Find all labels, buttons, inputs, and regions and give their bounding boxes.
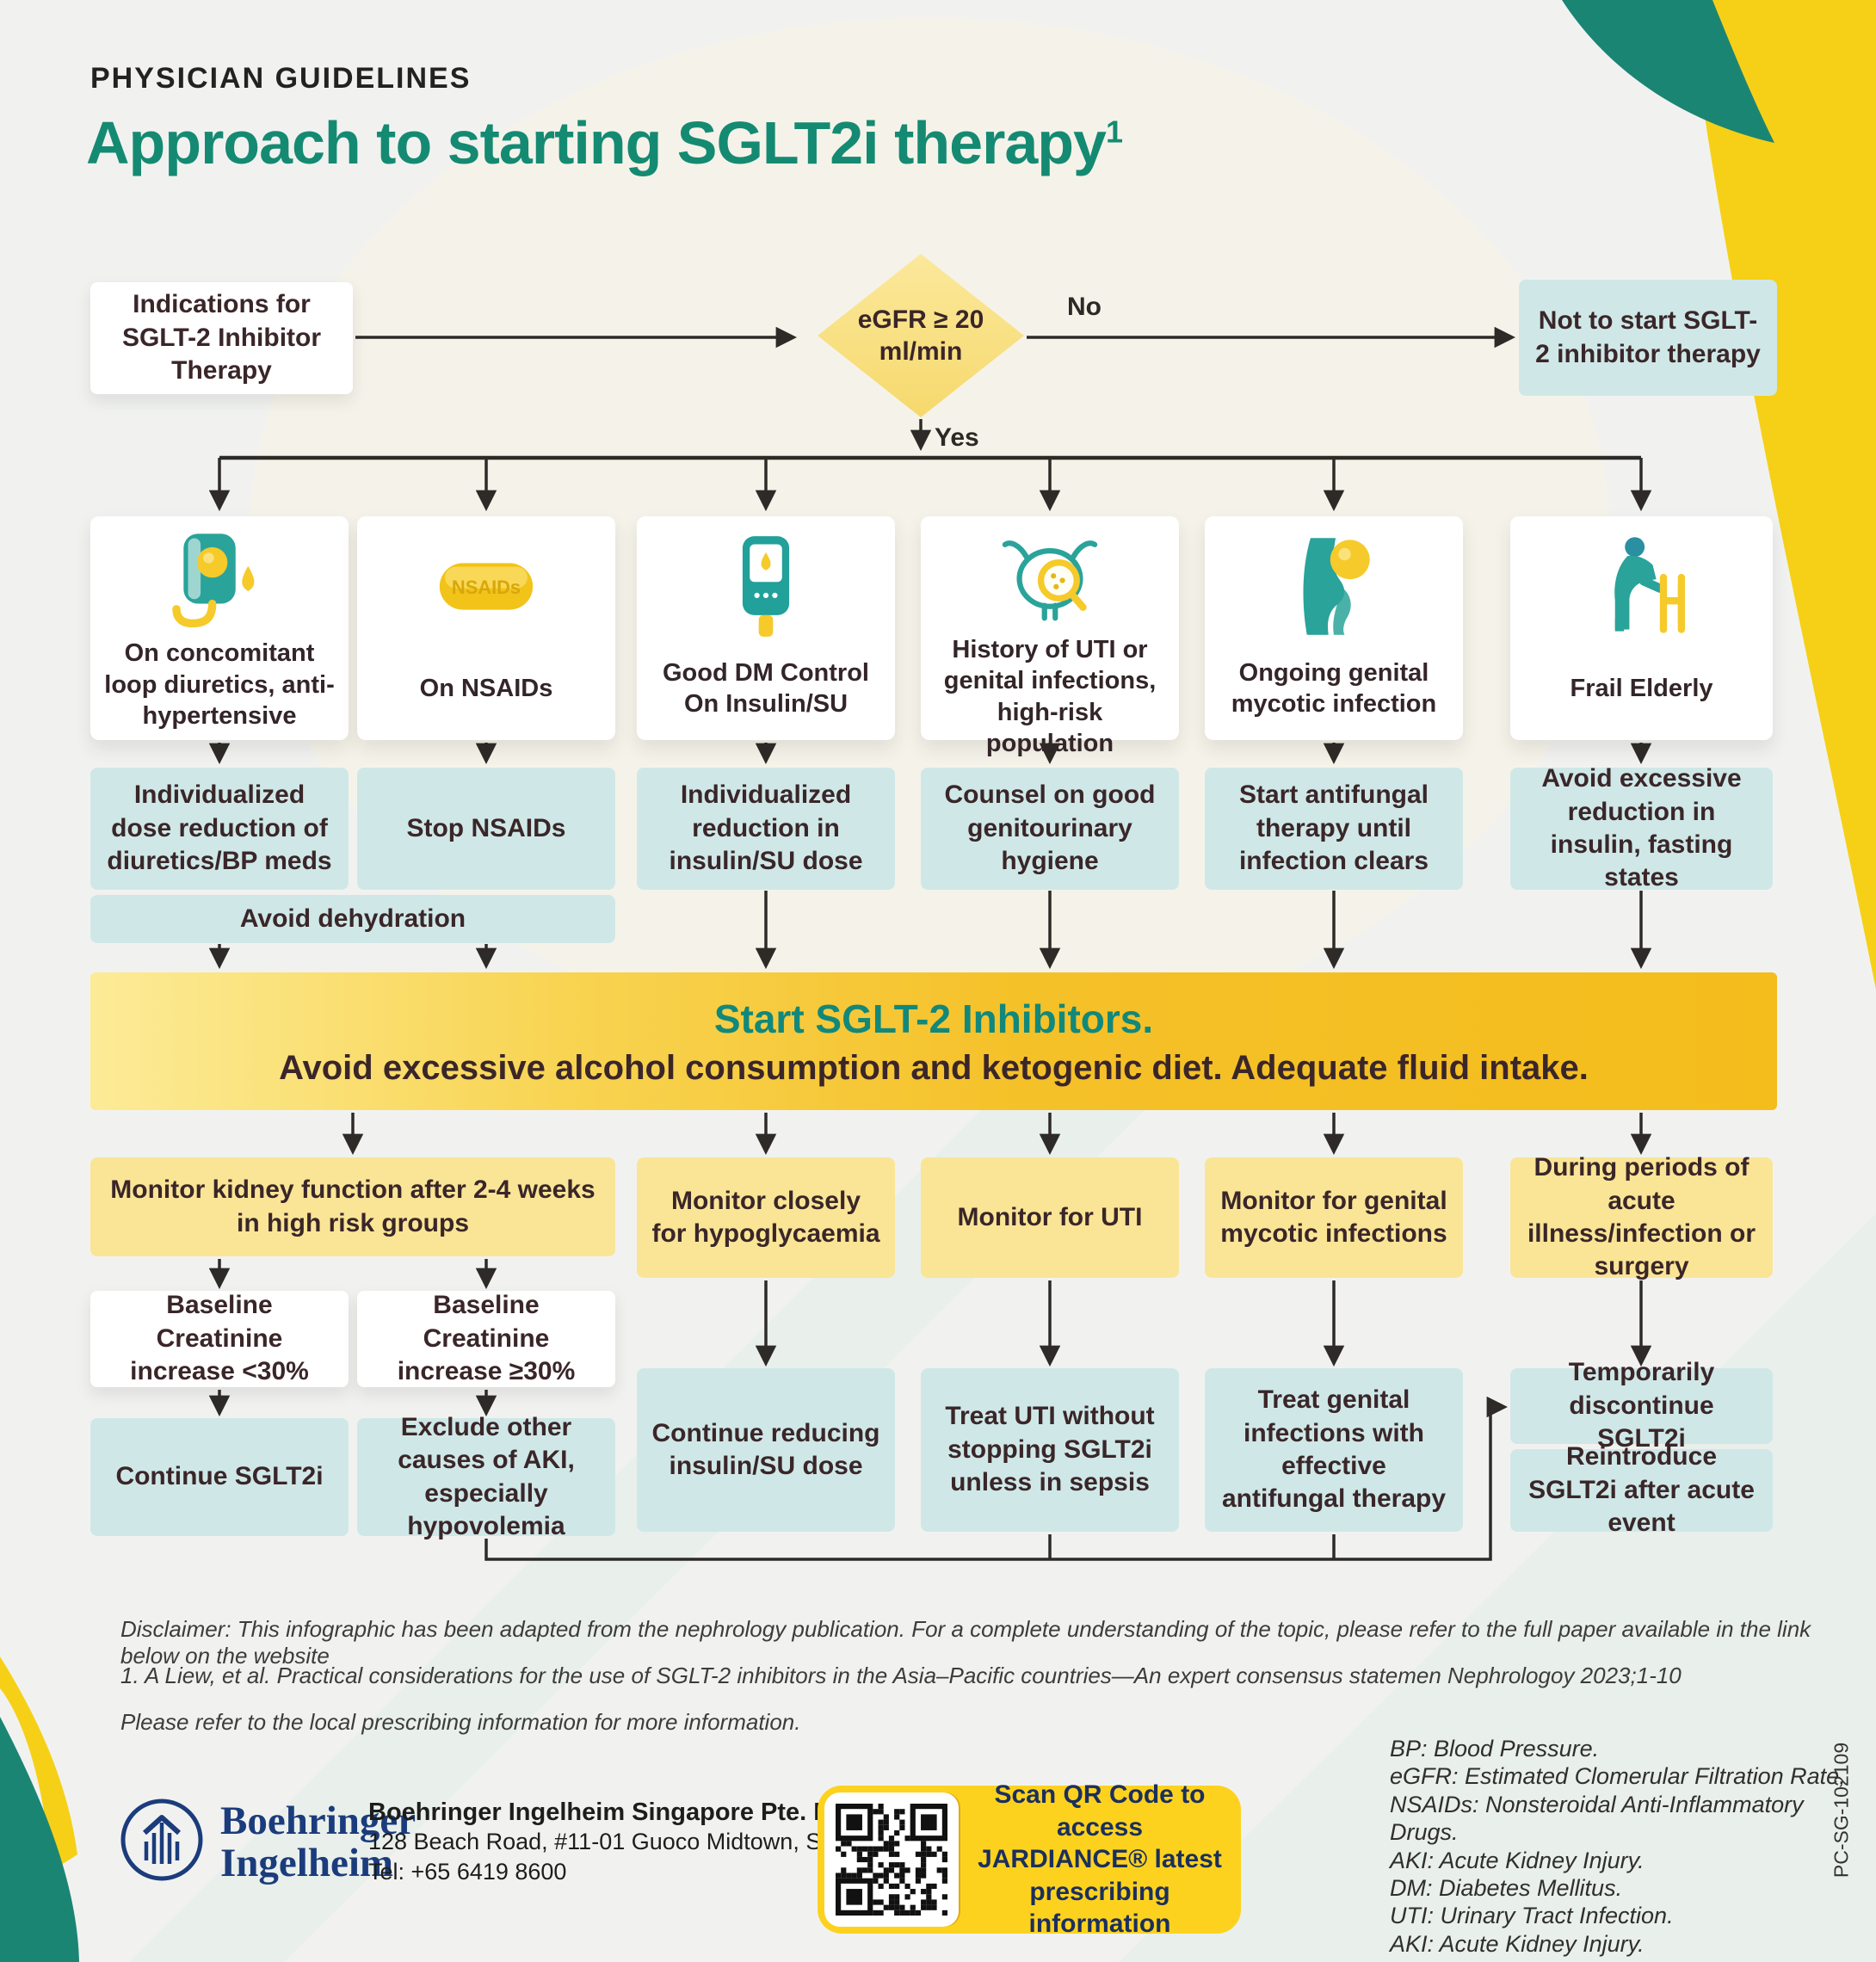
company-phone: Tel: +65 6419 8600 xyxy=(368,1859,567,1885)
yes-branch-label: Yes xyxy=(935,423,979,452)
abbreviation-item: UTI: Urinary Tract Infection. xyxy=(1390,1903,1674,1929)
genital-infection-icon xyxy=(1278,527,1390,645)
corner-swoosh-yellow-top-right xyxy=(1688,0,1876,990)
egfr-decision-text: eGFR ≥ 20 ml/min xyxy=(857,305,984,367)
action-box-diuretics: Individualized dose reduction of diureti… xyxy=(90,768,349,890)
no-branch-label: No xyxy=(1067,293,1102,321)
action-box-antifungal: Start antifungal therapy until infection… xyxy=(1205,768,1463,890)
condition-card-nsaids: NSAIDs On NSAIDs xyxy=(357,516,615,740)
not-start-box: Not to start SGLT-2 inhibitor therapy xyxy=(1519,280,1777,396)
outcome-reduce-insulin-box: Continue reducing insulin/SU dose xyxy=(637,1368,895,1532)
material-code: PC-SG-102109 xyxy=(1830,1742,1853,1879)
corner-swoosh-yellow-bottom-left xyxy=(0,1657,77,1872)
condition-card-frail-elderly: Frail Elderly xyxy=(1510,516,1773,740)
boehringer-wordmark: Boehringer Ingelheim xyxy=(220,1798,417,1885)
creatinine-below30-box: Baseline Creatinine increase <30% xyxy=(90,1291,349,1387)
outcome-reintroduce-box: Reintroduce SGLT2i after acute event xyxy=(1510,1442,1773,1537)
bladder-magnifier-icon xyxy=(994,527,1106,634)
prescribing-note: Please refer to the local prescribing in… xyxy=(120,1709,801,1735)
glucometer-icon xyxy=(710,527,822,645)
condition-label: On NSAIDs xyxy=(419,674,553,702)
logo-line2: Ingelheim xyxy=(220,1840,394,1885)
company-name: Boehringer Ingelheim Singapore Pte. Ltd. xyxy=(368,1798,860,1826)
abbreviations-list: BP: Blood Pressure. eGFR: Estimated Clom… xyxy=(1390,1735,1876,1962)
page-title-reference-sup: 1 xyxy=(1105,114,1123,150)
condition-label: Frail Elderly xyxy=(1570,674,1713,702)
outcome-continue-box: Continue SGLT2i xyxy=(90,1418,349,1536)
nsaids-pill-label: NSAIDs xyxy=(452,576,521,597)
corner-swoosh-teal-top-right xyxy=(1562,0,1774,143)
start-box: Indications for SGLT-2 Inhibitor Therapy xyxy=(90,282,353,394)
outcome-treat-uti-box: Treat UTI without stopping SGLT2i unless… xyxy=(921,1368,1179,1532)
abbreviation-item: NSAIDs: Nonsteroidal Anti-Inflammatory D… xyxy=(1390,1791,1804,1846)
abbreviation-item: BP: Blood Pressure. xyxy=(1390,1736,1600,1761)
action-box-insulin: Individualized reduction in insulin/SU d… xyxy=(637,768,895,890)
action-box-fasting: Avoid excessive reduction in insulin, fa… xyxy=(1510,764,1773,892)
banner-subtitle: Avoid excessive alcohol consumption and … xyxy=(279,1048,1589,1087)
blood-pressure-monitor-icon xyxy=(164,527,275,638)
condition-label: On concomitant loop diuretics, anti-hype… xyxy=(104,639,335,730)
condition-label: Ongoing genital mycotic infection xyxy=(1231,658,1437,718)
reference-text: 1. A Liew, et al. Practical consideratio… xyxy=(120,1663,1682,1688)
nsaids-pill-icon: NSAIDs xyxy=(422,527,551,645)
boehringer-emblem-icon xyxy=(119,1797,205,1887)
monitor-hypoglycaemia-box: Monitor closely for hypoglycaemia xyxy=(637,1157,895,1278)
creatinine-above30-box: Baseline Creatinine increase ≥30% xyxy=(357,1291,615,1387)
action-box-hygiene: Counsel on good genitourinary hygiene xyxy=(921,768,1179,890)
abbreviation-item: AKI: Acute Kidney Injury. xyxy=(1390,1847,1645,1873)
banner-title: Start SGLT-2 Inhibitors. xyxy=(713,996,1154,1041)
condition-card-dm-control: Good DM Control On Insulin/SU xyxy=(637,516,895,740)
condition-label: Good DM Control On Insulin/SU xyxy=(662,658,869,718)
avoid-dehydration-box: Avoid dehydration xyxy=(90,895,615,943)
qr-code-icon xyxy=(824,1792,959,1927)
abbreviation-item: SU: Sulfonylureas. xyxy=(1390,1958,1876,1962)
monitor-uti-box: Monitor for UTI xyxy=(921,1157,1179,1278)
condition-card-mycotic: Ongoing genital mycotic infection xyxy=(1205,516,1463,740)
qr-panel: Scan QR Code to access JARDIANCE® latest… xyxy=(818,1780,1241,1938)
outcome-treat-genital-box: Treat genital infections with effective … xyxy=(1205,1368,1463,1532)
action-box-nsaids: Stop NSAIDs xyxy=(357,768,615,890)
monitor-kidney-box: Monitor kidney function after 2-4 weeks … xyxy=(90,1157,615,1256)
corner-swoosh-teal-bottom-left xyxy=(0,1717,79,1962)
disclaimer-text: Disclaimer: This infographic has been ad… xyxy=(120,1616,1811,1669)
monitor-acute-illness-box: During periods of acute illness/infectio… xyxy=(1510,1153,1773,1280)
page-title: Approach to starting SGLT2i therapy1 xyxy=(86,108,1123,177)
monitor-mycotic-box: Monitor for genital mycotic infections xyxy=(1205,1157,1463,1278)
abbreviation-item: eGFR: Estimated Clomerular Filtration Ra… xyxy=(1390,1763,1846,1790)
condition-card-diuretics: On concomitant loop diuretics, anti-hype… xyxy=(90,516,349,740)
outcome-discontinue-box: Temporarily discontinue SGLT2i xyxy=(1510,1358,1773,1453)
start-sglt2i-banner: Start SGLT-2 Inhibitors. Avoid excessive… xyxy=(90,972,1777,1110)
boehringer-logo: Boehringer Ingelheim xyxy=(119,1797,416,1887)
qr-caption: Scan QR Code to access JARDIANCE® latest… xyxy=(978,1780,1222,1939)
condition-label: History of UTI or genital infections, hi… xyxy=(943,636,1157,757)
abbreviation-item: DM: Diabetes Mellitus. xyxy=(1390,1874,1623,1901)
page-title-text: Approach to starting SGLT2i therapy xyxy=(86,109,1107,176)
abbreviation-item: AKI: Acute Kidney Injury. xyxy=(1390,1930,1645,1957)
outcome-exclude-aki-box: Exclude other causes of AKI, especially … xyxy=(357,1413,615,1540)
logo-line1: Boehringer xyxy=(220,1798,417,1843)
eyebrow-label: PHYSICIAN GUIDELINES xyxy=(90,62,472,95)
condition-card-uti-history: History of UTI or genital infections, hi… xyxy=(921,516,1179,757)
frail-elderly-icon xyxy=(1586,527,1698,645)
